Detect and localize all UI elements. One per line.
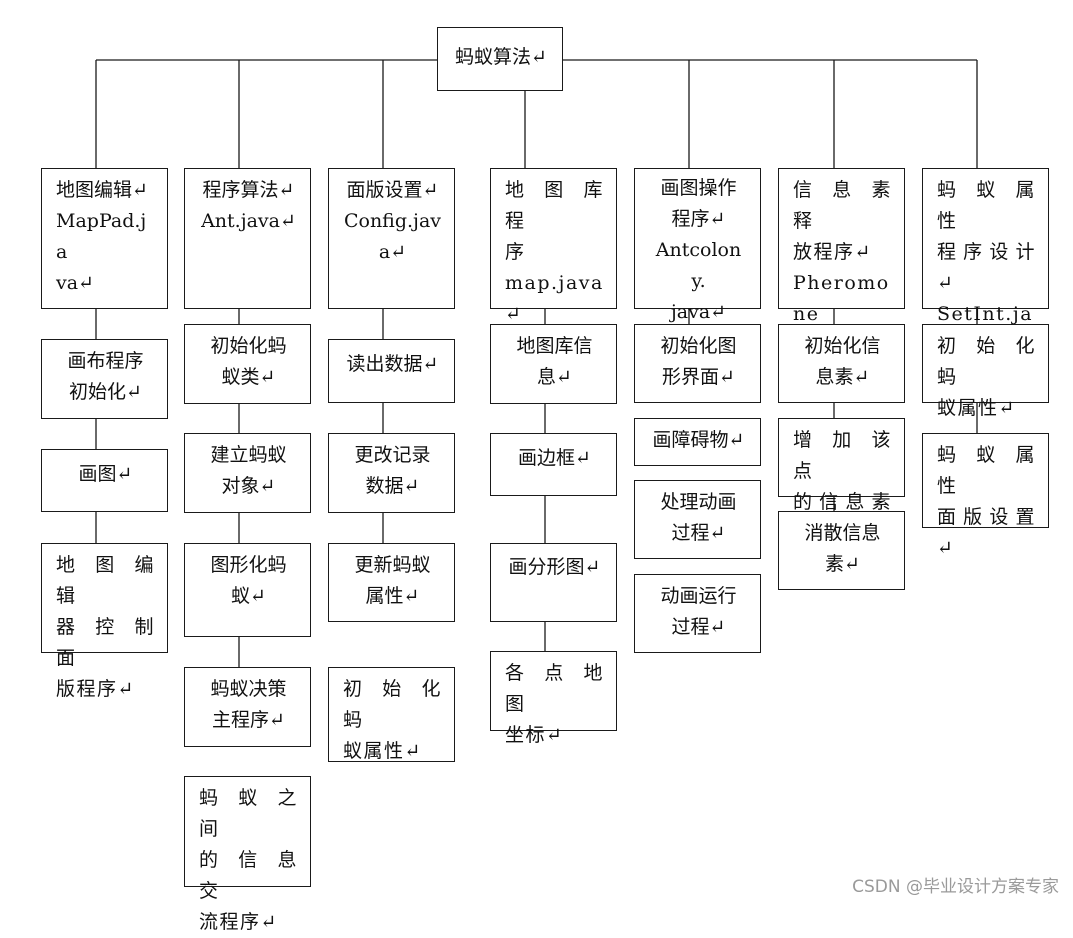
task-node: 建立蚂蚁 对象↵ [184,433,311,513]
task-node: 画图↵ [41,449,168,512]
module-header-ant: 程序算法↵ Ant.java↵ [184,168,311,309]
module-header-pheromone: 信 息 素 释 放程序↵ Pheromone .java↵ [778,168,905,356]
root-node: 蚂蚁算法↵ [437,27,563,91]
task-node: 初始化蚂 蚁类↵ [184,324,311,404]
task-node: 蚂 蚁 之 间 的 信 息 交 流程序↵ [184,776,311,933]
task-node: 画边框↵ [490,433,617,496]
module-header-config: 面版设置↵ Config.jav a↵ [328,168,455,309]
task-node: 读出数据↵ [328,339,455,403]
task-node: 初 始 化 蚂 蚁属性↵ [328,667,455,762]
task-node: 画分形图↵ [490,543,617,622]
task-node: 各 点 地 图 坐标↵ [490,651,617,746]
module-header-mappad: 地图编辑↵ MapPad.ja va↵ [41,168,168,309]
module-header-setint: 蚂 蚁 属 性 程序设计↵ SetInt.java↵ [922,168,1049,356]
task-node: 更改记录 数据↵ [328,433,455,513]
connector-lines [95,59,978,667]
module-header-antcolony: 画图操作 程序↵ Antcolony. java↵ [634,168,761,323]
task-node: 画障碍物↵ [634,418,761,466]
task-node: 更新蚂蚁 属性↵ [328,543,455,622]
task-node: 画布程序 初始化↵ [41,339,168,419]
module-header-map: 地 图 库 程 序 map.java↵ [490,168,617,325]
task-node: 初 始 化 蚂 蚁属性↵ [922,324,1049,419]
task-node: 增 加 该 点 的信息素↵ [778,418,905,544]
org-chart: 蚂蚁算法↵ 地图编辑↵ MapPad.ja va↵ 画布程序 初始化↵ 画图↵ … [41,27,1059,933]
watermark: CSDN @毕业设计方案专家 [852,877,1059,897]
task-node: 处理动画 过程↵ [634,480,761,559]
task-node: 蚂蚁决策 主程序↵ [184,667,311,747]
task-node: 图形化蚂 蚁↵ [184,543,311,637]
task-node: 初始化图 形界面↵ [634,324,761,403]
task-node: 地 图 编 辑 器 控 制 面 版程序↵ [41,543,168,700]
task-node: 初始化信 息素↵ [778,324,905,403]
task-node: 动画运行 过程↵ [634,574,761,653]
task-node: 蚂 蚁 属 性 面版设置↵ [922,433,1049,559]
task-node: 消散信息 素↵ [778,511,905,590]
task-node: 地图库信 息↵ [490,324,617,404]
